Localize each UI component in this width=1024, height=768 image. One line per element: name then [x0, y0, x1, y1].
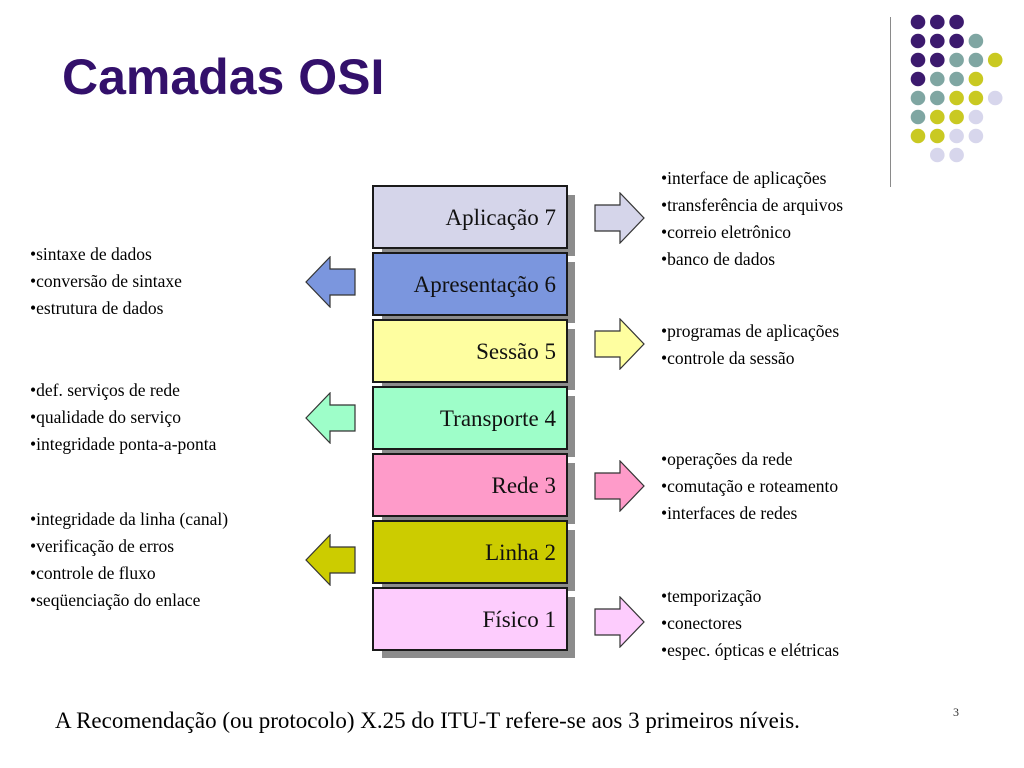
- decorative-dot: [930, 14, 945, 30]
- layer-fisico: Físico 1: [372, 587, 575, 658]
- decorative-dot: [968, 33, 984, 49]
- layer-label: Sessão 5: [476, 339, 556, 364]
- decorative-dot: [949, 14, 964, 30]
- list-item: •conectores: [661, 613, 742, 633]
- decorative-dot: [930, 109, 945, 125]
- decorative-vertical-line: [890, 17, 891, 187]
- decorative-dot: [910, 128, 926, 144]
- list-item: •transferência de arquivos: [661, 195, 844, 215]
- list-item: •conversão de sintaxe: [30, 271, 182, 291]
- decorative-dot: [968, 109, 984, 125]
- arrow-right-fisico: [594, 596, 645, 648]
- decorative-dot: [968, 52, 984, 68]
- layer-linha: Linha 2: [372, 520, 575, 591]
- list-item: •temporização: [661, 586, 762, 606]
- list-transporte: •def. serviços de rede •qualidade do ser…: [30, 377, 216, 458]
- decorative-dot: [949, 71, 964, 87]
- list-item: •interface de aplicações: [661, 168, 827, 188]
- list-item: •seqüenciação do enlace: [30, 590, 201, 610]
- arrow-right-sessao: [594, 318, 645, 370]
- list-linha: •integridade da linha (canal) •verificaç…: [30, 506, 228, 614]
- list-rede: •operações da rede •comutação e roteamen…: [661, 446, 838, 527]
- list-item: •controle de fluxo: [30, 563, 156, 583]
- decorative-dot: [930, 71, 945, 87]
- page-number: 3: [953, 705, 959, 719]
- list-item: •interfaces de redes: [661, 503, 798, 523]
- list-item: •programas de aplicações: [661, 321, 840, 341]
- footer-note: A Recomendação (ou protocolo) X.25 do IT…: [55, 708, 800, 733]
- decorative-dot: [949, 90, 964, 106]
- decorative-dot: [968, 90, 984, 106]
- layer-sessao: Sessão 5: [372, 319, 575, 390]
- list-item: •integridade da linha (canal): [30, 509, 229, 529]
- layer-label: Rede 3: [491, 473, 556, 498]
- list-aplicacao: •interface de aplicações •transferência …: [661, 165, 843, 273]
- layer-label: Apresentação 6: [413, 272, 556, 297]
- arrow-left-transporte: [305, 392, 356, 444]
- decorative-dot: [949, 52, 964, 68]
- arrow-right-aplicacao: [594, 192, 645, 244]
- decorative-dot: [987, 52, 1003, 68]
- list-fisico: •temporização •conectores •espec. óptica…: [661, 583, 839, 664]
- arrow-left-linha: [305, 534, 356, 586]
- list-item: •comutação e roteamento: [661, 476, 839, 496]
- decorative-dot: [930, 52, 945, 68]
- list-item: •def. serviços de rede: [30, 380, 180, 400]
- decorative-dot: [968, 71, 984, 87]
- layer-aplicacao: Aplicação 7: [372, 185, 575, 256]
- decorative-dot: [910, 90, 926, 106]
- arrow-right-rede: [594, 460, 645, 512]
- decorative-dot: [930, 90, 945, 106]
- list-item: •estrutura de dados: [30, 298, 164, 318]
- decorative-dot: [968, 128, 984, 144]
- layer-apresentacao: Apresentação 6: [372, 252, 575, 323]
- decorative-dot: [949, 128, 964, 144]
- decorative-dot: [987, 90, 1003, 106]
- arrow-left-apresentacao: [305, 256, 356, 308]
- decorative-dot: [949, 109, 964, 125]
- list-item: •correio eletrônico: [661, 222, 792, 242]
- osi-layer-stack: Aplicação 7 Apresentação 6 Sessão 5 Tran…: [372, 185, 575, 658]
- list-sessao: •programas de aplicações •controle da se…: [661, 318, 839, 372]
- decorative-dot: [949, 147, 964, 163]
- layer-transporte: Transporte 4: [372, 386, 575, 457]
- decorative-dot: [910, 71, 926, 87]
- layer-label: Linha 2: [485, 540, 556, 565]
- layer-label: Transporte 4: [439, 406, 556, 431]
- list-item: •operações da rede: [661, 449, 793, 469]
- decorative-dot: [910, 52, 926, 68]
- list-item: •integridade ponta-a-ponta: [30, 434, 217, 454]
- list-item: •qualidade do serviço: [30, 407, 181, 427]
- decorative-dot: [930, 128, 945, 144]
- layer-label: Aplicação 7: [445, 205, 556, 230]
- list-item: •sintaxe de dados: [30, 244, 152, 264]
- list-item: •espec. ópticas e elétricas: [661, 640, 840, 660]
- decorative-dot: [930, 33, 945, 49]
- decorative-dot: [949, 33, 964, 49]
- layer-label: Físico 1: [482, 607, 556, 632]
- decorative-dot: [930, 147, 945, 163]
- decorative-dot-grid: [910, 14, 1003, 163]
- list-item: •controle da sessão: [661, 348, 795, 368]
- decorative-dot: [910, 14, 926, 30]
- list-item: •verificação de erros: [30, 536, 175, 556]
- decorative-dot: [910, 109, 926, 125]
- list-item: •banco de dados: [661, 249, 776, 269]
- layer-rede: Rede 3: [372, 453, 575, 524]
- slide-title: Camadas OSI: [62, 49, 385, 105]
- list-apresentacao: •sintaxe de dados •conversão de sintaxe …: [30, 241, 182, 322]
- decorative-dot: [910, 33, 926, 49]
